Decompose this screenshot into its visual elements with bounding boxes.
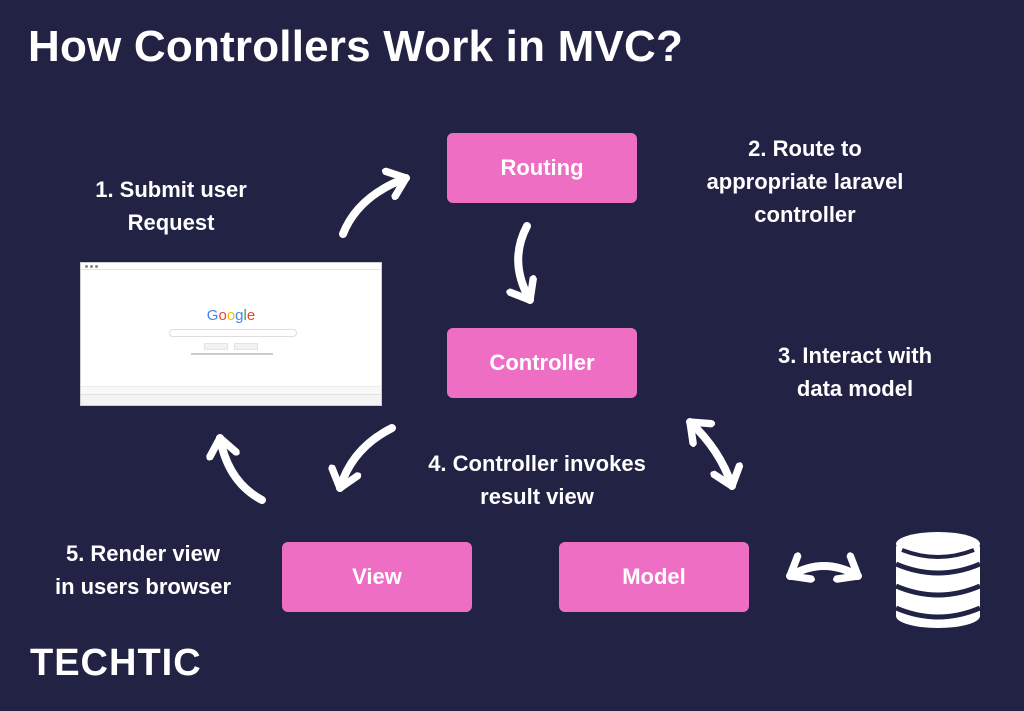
- step-5-line-2: in users browser: [54, 574, 232, 599]
- browser-language-line: [191, 353, 273, 355]
- step-2-line-3: controller: [754, 202, 856, 227]
- step-2-label: 2. Route to appropriate laravel controll…: [680, 132, 930, 231]
- step-4-label: 4. Controller invokes result view: [402, 447, 672, 513]
- step-1-line-1: 1. Submit user: [95, 177, 247, 202]
- google-logo: Google: [206, 307, 256, 324]
- step-2-line-2: appropriate laravel: [706, 169, 904, 194]
- browser-footer: [81, 394, 381, 405]
- step-3-line-1: 3. Interact with: [777, 343, 933, 368]
- controller-box: Controller: [447, 328, 637, 398]
- step-3-label: 3. Interact with data model: [745, 339, 965, 405]
- arrow-routing-to-controller: [518, 222, 530, 304]
- techtic-logo: TECHTIC: [30, 642, 202, 684]
- view-box: View: [282, 542, 472, 612]
- step-4-line-1: 4. Controller invokes: [428, 451, 646, 476]
- routing-box: Routing: [447, 133, 637, 203]
- model-box: Model: [559, 542, 749, 612]
- browser-footer-top: [81, 386, 381, 395]
- page-title: How Controllers Work in MVC?: [28, 22, 684, 71]
- database-icon: [895, 532, 981, 628]
- arrow-request-to-routing: [339, 178, 410, 238]
- arrow-model-database: [786, 566, 862, 576]
- arrow-controller-model: [686, 418, 732, 490]
- browser-tabbar: [81, 263, 381, 270]
- step-2-line-1: 2. Route to: [748, 136, 862, 161]
- arrow-view-to-browser: [220, 434, 266, 504]
- browser-screenshot: Google: [80, 262, 382, 406]
- step-5-label: 5. Render view in users browser: [32, 537, 254, 603]
- browser-buttons: [81, 343, 381, 350]
- step-4-line-2: result view: [480, 484, 594, 509]
- step-5-line-1: 5. Render view: [65, 541, 221, 566]
- step-1-label: 1. Submit user Request: [66, 173, 276, 239]
- step-3-line-2: data model: [796, 376, 914, 401]
- browser-search-bar: [169, 329, 297, 337]
- step-1-line-2: Request: [127, 210, 215, 235]
- arrow-controller-to-view: [340, 424, 396, 492]
